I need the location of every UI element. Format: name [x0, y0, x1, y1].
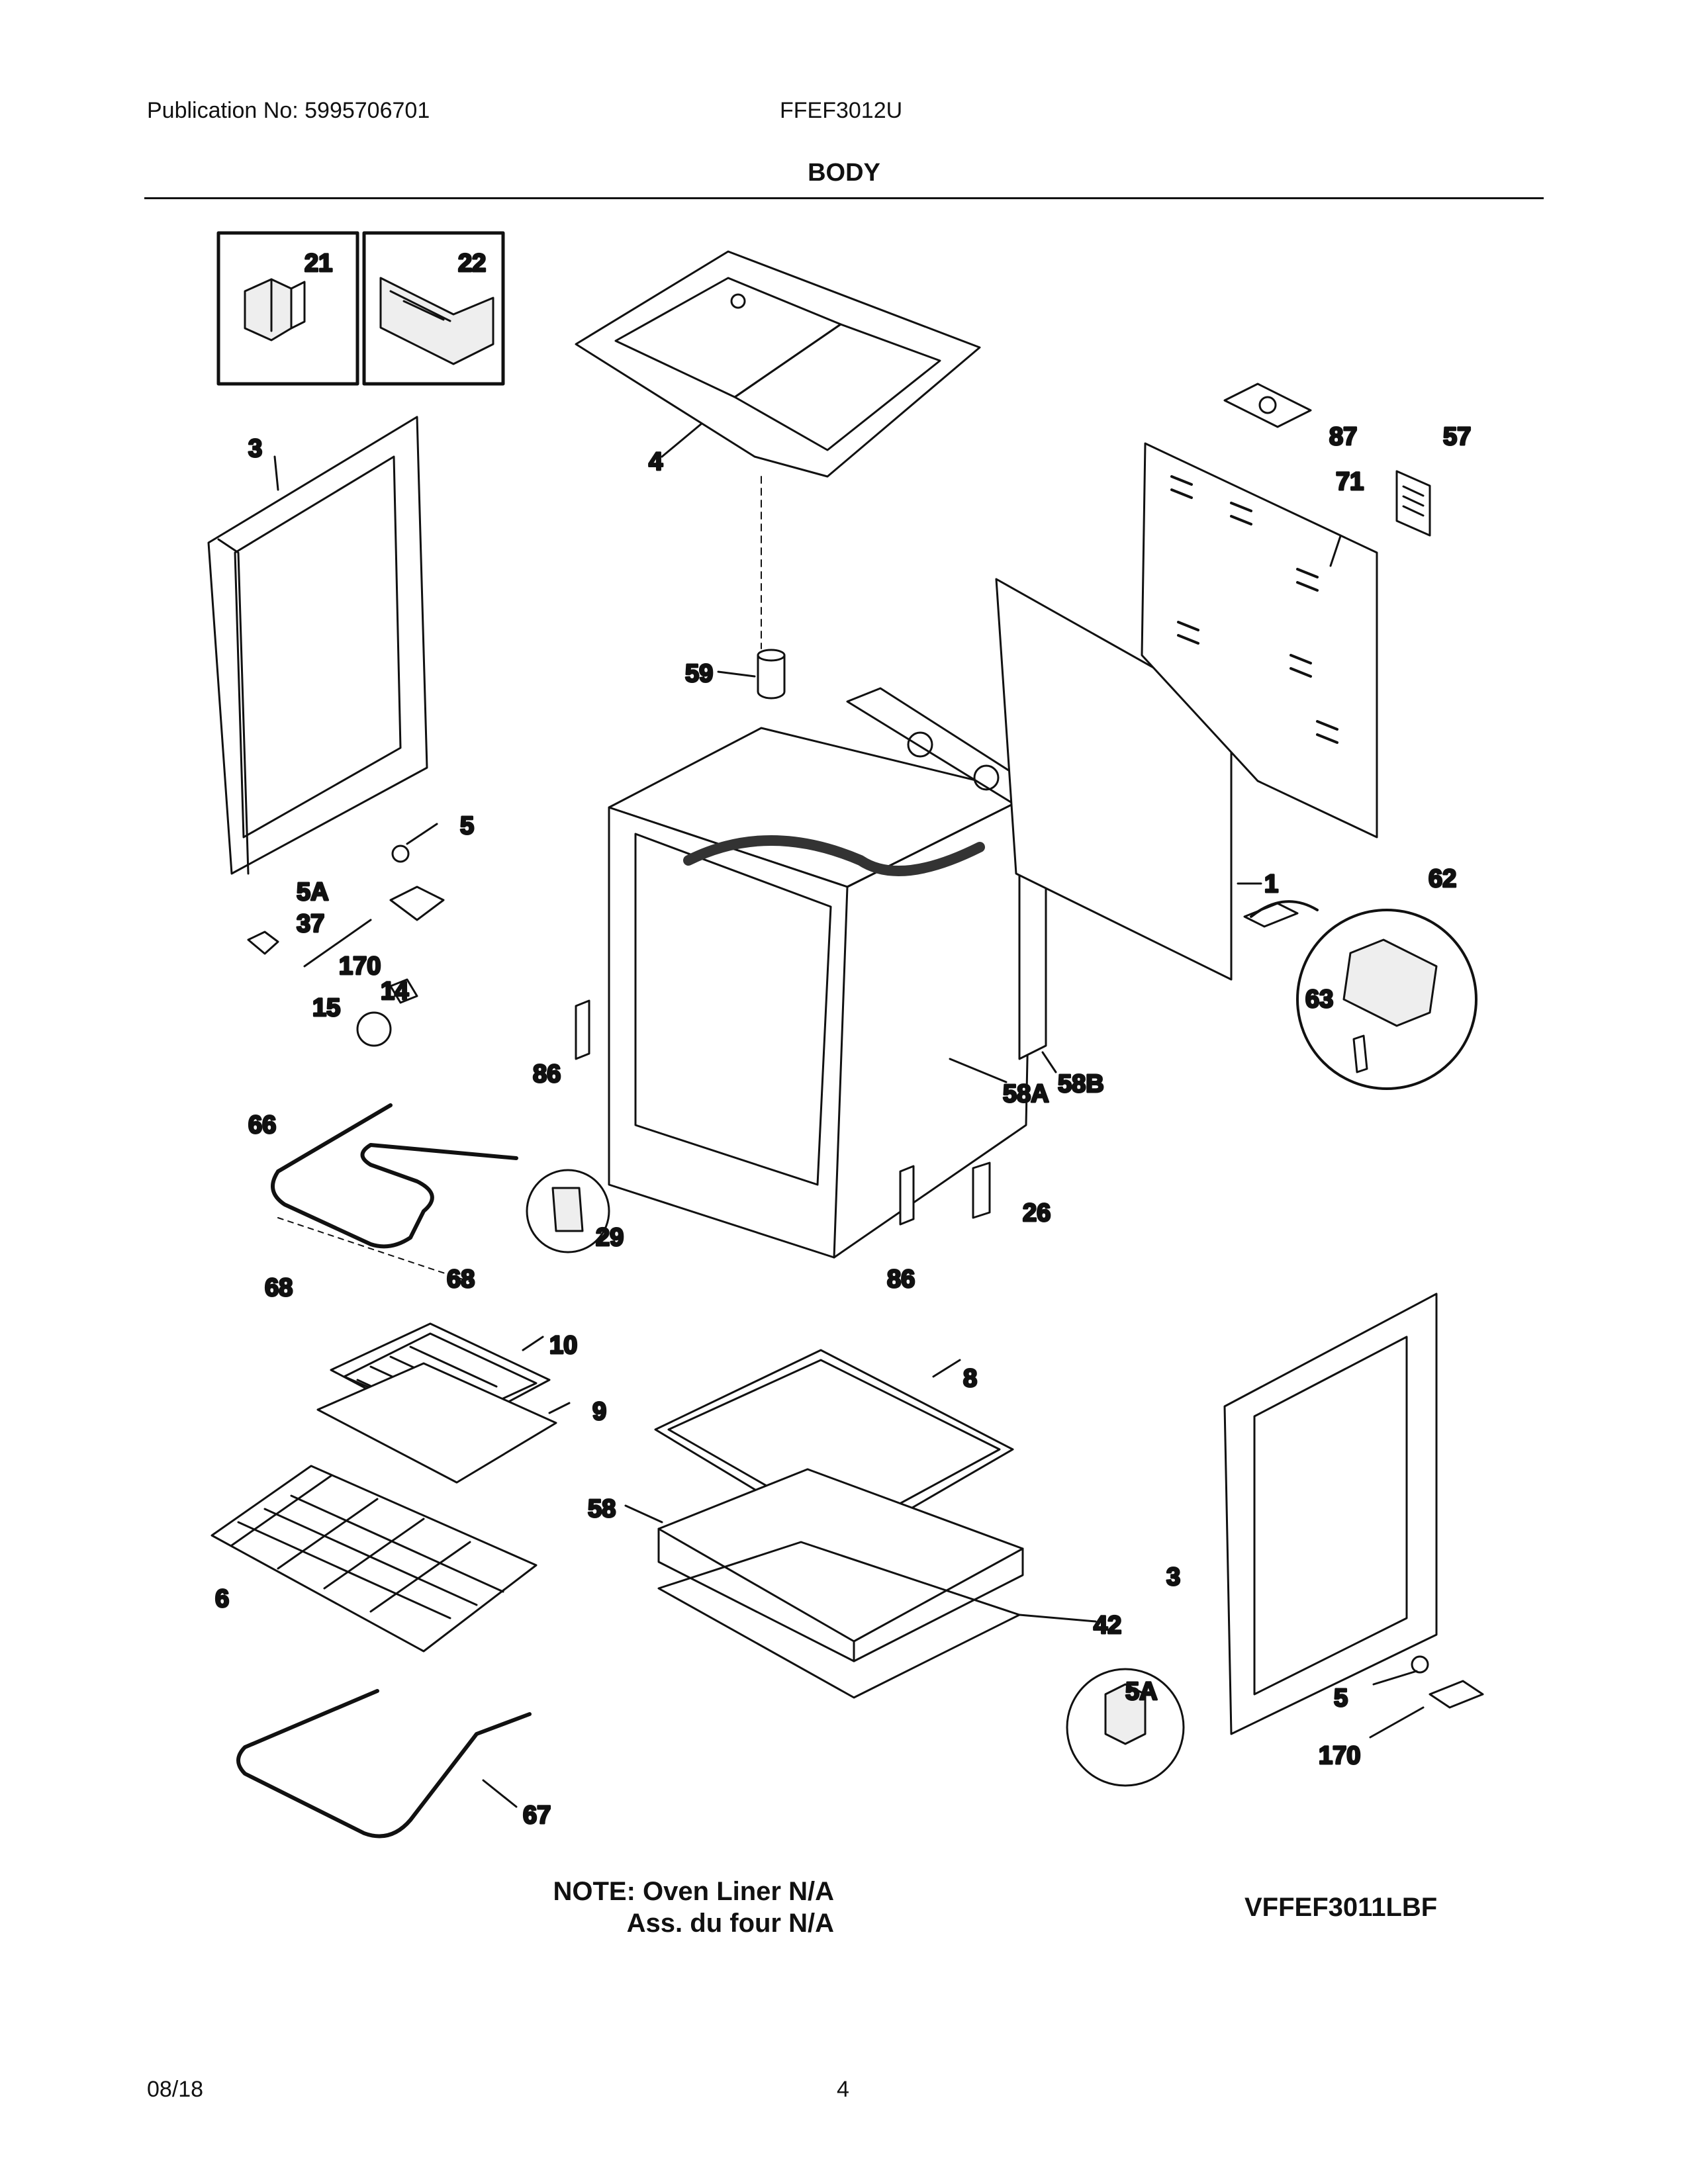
publication-number: Publication No: 5995706701	[147, 98, 430, 123]
callout-67: 67	[523, 1801, 551, 1829]
callout-170-right: 170	[1319, 1742, 1360, 1770]
terminal-block-inset	[1243, 900, 1477, 1090]
callout-68-right: 68	[447, 1265, 475, 1293]
callout-86-left: 86	[533, 1060, 561, 1088]
callout-58: 58	[588, 1495, 616, 1523]
callout-58A: 58A	[1003, 1080, 1049, 1108]
callout-59: 59	[685, 660, 713, 688]
rack-supports	[575, 999, 991, 1226]
side-panel-right	[1223, 1293, 1438, 1735]
oven-rack	[211, 1465, 538, 1653]
top-panel	[575, 250, 981, 649]
model-number: FFEF3012U	[780, 98, 903, 123]
vent-trim-87	[1223, 383, 1312, 428]
callout-29: 29	[596, 1224, 624, 1251]
callout-86-bottom: 86	[887, 1265, 915, 1293]
callout-58B: 58B	[1058, 1070, 1104, 1098]
callout-1: 1	[1264, 870, 1278, 898]
model-code: VFFEF3011LBF	[1244, 1893, 1438, 1922]
callout-8: 8	[963, 1365, 977, 1392]
callout-3-left: 3	[248, 435, 262, 463]
inset-box-21	[216, 231, 359, 386]
callout-21: 21	[305, 250, 332, 277]
footer-date: 08/18	[147, 2077, 204, 2102]
clip-inset-29	[526, 1169, 610, 1253]
inset-box-22	[362, 231, 505, 386]
callout-62: 62	[1429, 865, 1456, 893]
note-line-2: Ass. du four N/A	[626, 1909, 834, 1938]
callout-14: 14	[381, 978, 408, 1005]
drawer-insulation	[657, 1468, 1024, 1662]
callout-10: 10	[549, 1332, 577, 1359]
callout-87: 87	[1329, 423, 1357, 451]
callout-63: 63	[1305, 985, 1333, 1013]
callout-37: 37	[297, 910, 324, 938]
back-panel	[995, 442, 1378, 981]
callout-5A-left: 5A	[297, 878, 329, 906]
callout-5-left: 5	[460, 812, 474, 840]
broiler-pan	[316, 1322, 557, 1484]
hinge-parts-left	[247, 844, 445, 1047]
callout-6: 6	[215, 1585, 229, 1613]
section-title: BODY	[808, 159, 880, 187]
bake-element	[236, 1689, 532, 1839]
callout-66: 66	[248, 1111, 276, 1139]
callout-9: 9	[592, 1398, 606, 1426]
header-rule	[144, 197, 1544, 199]
callout-26: 26	[1023, 1199, 1051, 1227]
leader-lines	[273, 422, 1425, 1808]
callout-15: 15	[312, 994, 340, 1022]
leveling-leg-inset	[1066, 1655, 1484, 1787]
callout-3-right: 3	[1166, 1563, 1180, 1591]
footer-page-number: 4	[837, 2077, 849, 2102]
callout-22: 22	[458, 250, 486, 277]
callout-42: 42	[1094, 1612, 1121, 1639]
callout-170-left: 170	[339, 952, 381, 980]
oven-cavity	[608, 727, 1034, 1259]
broil-element	[271, 1103, 518, 1285]
callout-71: 71	[1336, 468, 1364, 496]
callout-5A-right: 5A	[1125, 1678, 1158, 1706]
callout-57: 57	[1443, 423, 1471, 451]
callout-4: 4	[649, 448, 663, 476]
callout-68-left: 68	[265, 1274, 293, 1302]
note-line-1: NOTE: Oven Liner N/A	[553, 1877, 835, 1906]
vent-cover-57	[1395, 470, 1431, 537]
callout-5-right: 5	[1334, 1684, 1348, 1712]
side-panel-left	[207, 416, 428, 875]
